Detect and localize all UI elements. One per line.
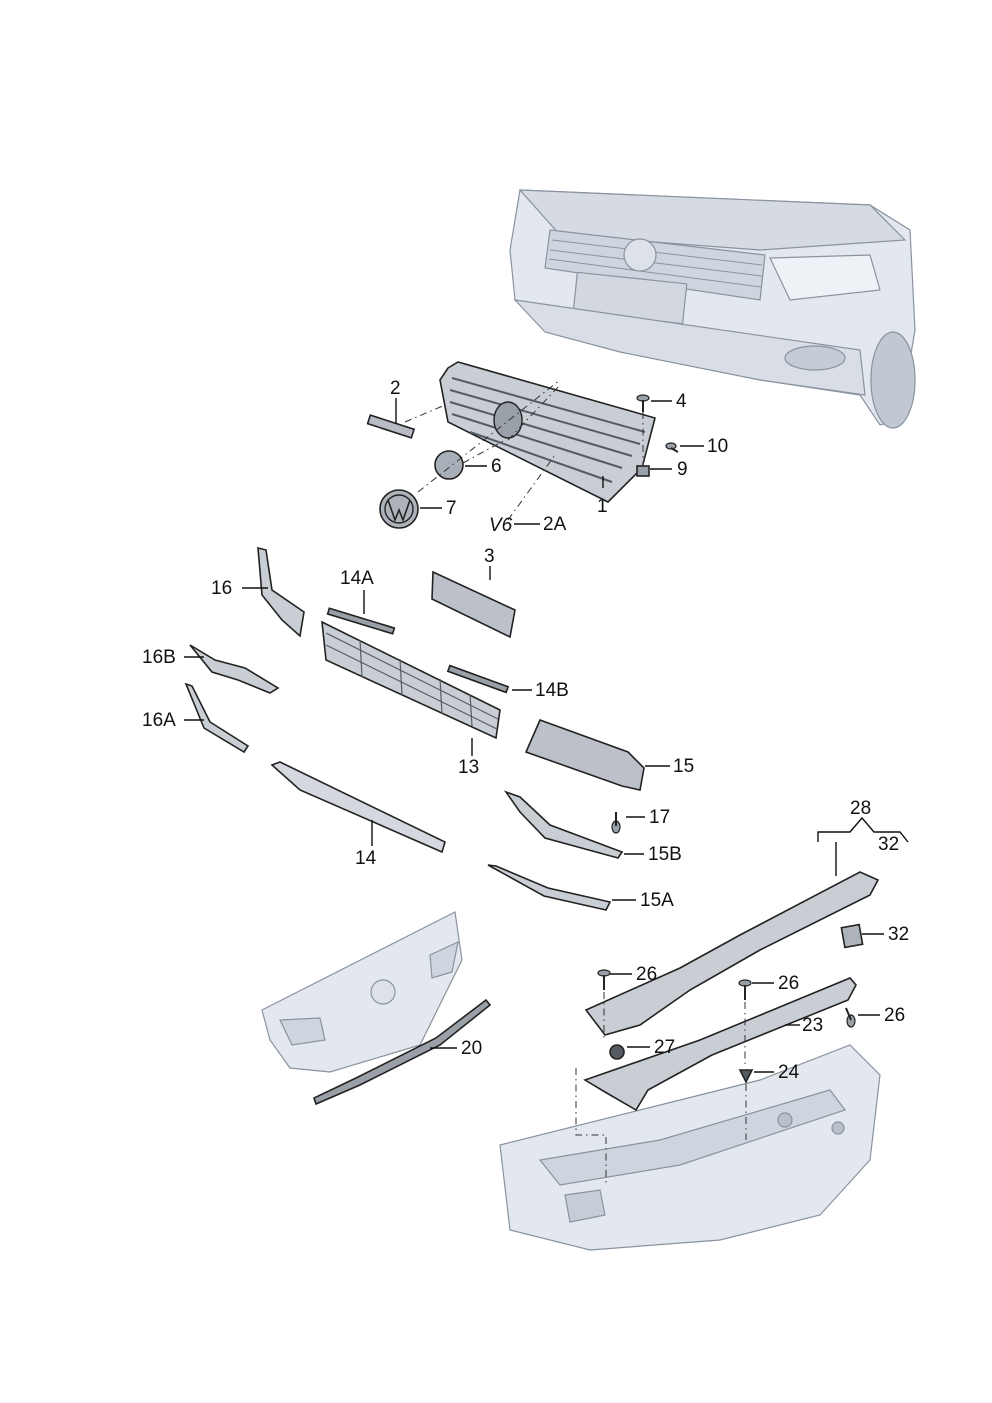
callout-27: 27 bbox=[654, 1037, 675, 1058]
trim-strip-part-14b bbox=[446, 664, 510, 694]
vehicle-headlight bbox=[769, 254, 881, 301]
callout-14b: 14B bbox=[535, 680, 569, 701]
screw-part-10 bbox=[665, 442, 679, 453]
callout-7: 7 bbox=[446, 498, 457, 519]
callout-3: 3 bbox=[484, 546, 495, 567]
trim-moulding-part-15b bbox=[503, 790, 624, 859]
vehicle-grille-slats bbox=[548, 239, 763, 288]
vw-emblem-part bbox=[379, 489, 419, 529]
vehicle-bumper-lower bbox=[513, 299, 866, 396]
impact-absorber-part-28 bbox=[584, 871, 880, 1036]
callout-20: 20 bbox=[461, 1038, 482, 1059]
trim-moulding-part-16 bbox=[257, 546, 305, 638]
leader-lines bbox=[184, 398, 909, 1073]
callout-13: 13 bbox=[458, 757, 479, 778]
callout-32-top: 32 bbox=[878, 834, 899, 855]
bumper-cover-recess-right bbox=[429, 940, 459, 979]
underbody-ghost bbox=[499, 1044, 881, 1251]
callout-6: 6 bbox=[491, 456, 502, 477]
trim-strip-part-16a bbox=[184, 682, 250, 754]
clip-part-24 bbox=[738, 1069, 754, 1084]
grille-emblem-socket bbox=[493, 401, 523, 439]
callout-16: 16 bbox=[211, 578, 232, 599]
callout-23: 23 bbox=[802, 1015, 823, 1036]
callout-28: 28 bbox=[850, 798, 871, 819]
callout-15a: 15A bbox=[640, 890, 674, 911]
nut-part-27 bbox=[609, 1044, 625, 1060]
badge-strip-part bbox=[366, 414, 416, 439]
vehicle-emblem-ghost bbox=[623, 238, 657, 272]
screw-part-4 bbox=[636, 394, 650, 412]
vehicle-front-ghost bbox=[509, 189, 916, 429]
bumper-cover-ghost bbox=[261, 911, 463, 1073]
callout-2a: 2A bbox=[543, 514, 567, 535]
callout-14a: 14A bbox=[340, 568, 374, 589]
radiator-grille-part bbox=[439, 361, 656, 503]
bumper-cover-emblem-ghost bbox=[370, 979, 396, 1005]
callout-15b: 15B bbox=[648, 844, 682, 865]
callout-2: 2 bbox=[390, 378, 401, 399]
callout-26-left: 26 bbox=[636, 964, 657, 985]
trim-strip-part-15a bbox=[487, 864, 612, 911]
callout-15: 15 bbox=[673, 756, 694, 777]
callout-32: 32 bbox=[888, 924, 909, 945]
callout-14: 14 bbox=[355, 848, 377, 869]
callout-24: 24 bbox=[778, 1062, 800, 1083]
callout-17: 17 bbox=[649, 807, 670, 828]
underbody-tow-eye bbox=[564, 1189, 606, 1223]
license-plate-bracket-part bbox=[431, 570, 516, 639]
underbody-hole-2 bbox=[831, 1121, 845, 1135]
grille-slats bbox=[449, 377, 646, 483]
trim-moulding-part-16b bbox=[189, 644, 280, 694]
callout-16b: 16B bbox=[142, 647, 176, 668]
alignment-lines bbox=[404, 379, 747, 1185]
v6-badge-text: V6 bbox=[489, 515, 513, 536]
vehicle-foglight bbox=[784, 345, 846, 371]
bumper-moulding-part-20 bbox=[313, 998, 492, 1106]
callout-16a: 16A bbox=[142, 710, 176, 731]
emblem-cover-part bbox=[434, 450, 464, 480]
underbody-rail bbox=[538, 1089, 846, 1186]
screw-part-26b bbox=[738, 979, 752, 1000]
trim-strip-part-14 bbox=[270, 761, 446, 854]
vehicle-grille-opening bbox=[544, 229, 766, 301]
screw-part-17 bbox=[611, 812, 621, 834]
callout-4: 4 bbox=[676, 391, 687, 412]
trim-strip-part-14a bbox=[326, 607, 396, 635]
callout-10: 10 bbox=[707, 436, 728, 457]
callout-26-right: 26 bbox=[884, 1005, 905, 1026]
bumper-cover-recess-left bbox=[279, 1017, 326, 1046]
foglight-trim-part-15 bbox=[524, 718, 645, 791]
speed-nut-part-9 bbox=[636, 465, 650, 477]
callout-1: 1 bbox=[597, 496, 608, 517]
clip-part-32 bbox=[840, 923, 864, 949]
vehicle-wheel bbox=[870, 331, 916, 429]
vehicle-hood bbox=[518, 189, 907, 251]
grille-insert-part-13 bbox=[321, 620, 501, 740]
callout-9: 9 bbox=[677, 459, 688, 480]
bracket-part-23 bbox=[583, 977, 857, 1112]
grille-frame bbox=[439, 361, 656, 503]
screw-part-26a bbox=[597, 969, 611, 990]
screw-part-26c bbox=[845, 1007, 856, 1028]
underbody-hole-1 bbox=[777, 1112, 793, 1128]
callout-26-mid: 26 bbox=[778, 973, 799, 994]
callout-labels: 2 1 4 10 9 6 7 2A 3 16 14A 16B 14B 16A 1… bbox=[142, 378, 909, 1083]
